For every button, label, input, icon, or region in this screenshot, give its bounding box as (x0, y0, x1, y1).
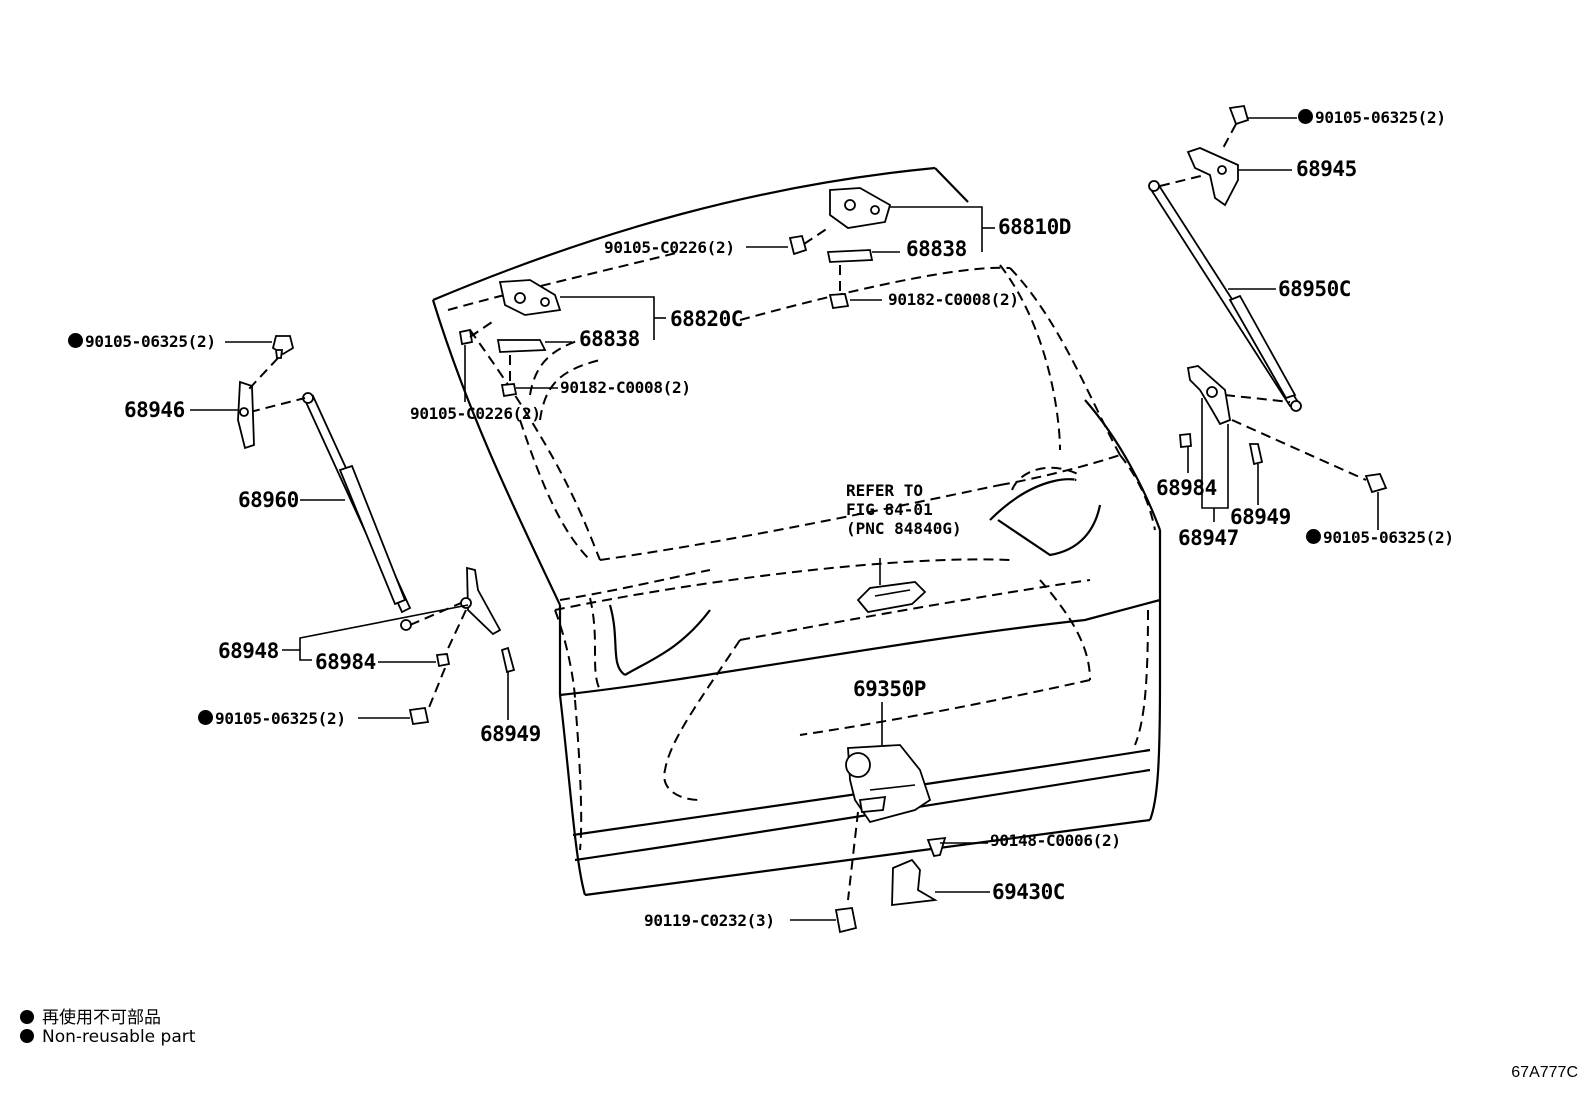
part-label-68947: 68947 (1178, 526, 1239, 550)
non-reusable-dot-icon (20, 1010, 34, 1024)
part-label-68946: 68946 (124, 398, 185, 422)
part-label-69430C: 69430C (992, 880, 1065, 904)
part-label-68950C: 68950C (1278, 277, 1351, 301)
back-door-outline (431, 166, 1162, 897)
part-label-68984-right: 68984 (1156, 476, 1217, 500)
part-label-68984-left: 68984 (315, 650, 376, 674)
part-label-68948: 68948 (218, 639, 279, 663)
part-label-68838-lower: 68838 (579, 327, 640, 351)
right-upper-bracket (1186, 104, 1250, 207)
non-reusable-dot-icon (1298, 109, 1313, 124)
part-label-90105-06325-right: 90105-06325(2) (1306, 528, 1454, 547)
upper-hinges (458, 187, 892, 398)
part-label-90182-C0008-lower: 90182-C0008(2) (560, 378, 691, 397)
part-label-90119-C0232: 90119-C0232(3) (644, 911, 775, 930)
part-label-68960: 68960 (238, 488, 299, 512)
refer-note: REFER TO FIG 84-01 (PNC 84840G) (846, 481, 962, 538)
part-label-68949-left: 68949 (480, 722, 541, 746)
part-label-68820C: 68820C (670, 307, 743, 331)
part-label-68810D: 68810D (998, 215, 1071, 239)
left-lower-bracket (408, 566, 516, 726)
left-upper-bracket (237, 335, 295, 450)
legend-jp: 再使用不可部品 (20, 1003, 161, 1028)
legend-en: Non-reusable part (20, 1027, 195, 1047)
part-label-68945: 68945 (1296, 157, 1357, 181)
non-reusable-dot-icon (198, 710, 213, 725)
right-lower-bracket (1179, 365, 1388, 494)
diagram-code: 67A777C (1511, 1064, 1578, 1081)
part-label-90105-06325-top-left: 90105-06325(2) (68, 332, 216, 351)
part-label-90105-06325-top-right: 90105-06325(2) (1298, 108, 1446, 127)
part-label-69350P: 69350P (853, 677, 926, 701)
left-gas-strut (249, 392, 469, 631)
part-label-68949-right: 68949 (1230, 505, 1291, 529)
non-reusable-dot-icon (1306, 529, 1321, 544)
part-label-68838-upper: 68838 (906, 237, 967, 261)
back-door-lock (834, 744, 932, 934)
back-door-handle (856, 558, 927, 613)
leader-lines (190, 117, 1379, 921)
part-label-90105-06325-bottom-left: 90105-06325(2) (198, 709, 346, 728)
part-label-90105-C0226-upper: 90105-C0226(2) (604, 238, 735, 257)
non-reusable-dot-icon (68, 333, 83, 348)
part-label-90182-C0008-upper: 90182-C0008(2) (888, 290, 1019, 309)
back-door-dashed (447, 251, 1156, 851)
part-label-90148-C0006: 90148-C0006(2) (990, 831, 1121, 850)
back-door-striker (891, 836, 947, 907)
right-gas-strut (1148, 174, 1302, 412)
non-reusable-dot-icon (20, 1029, 34, 1043)
part-label-90105-C0226-lower: 90105-C0226(2) (410, 404, 541, 423)
